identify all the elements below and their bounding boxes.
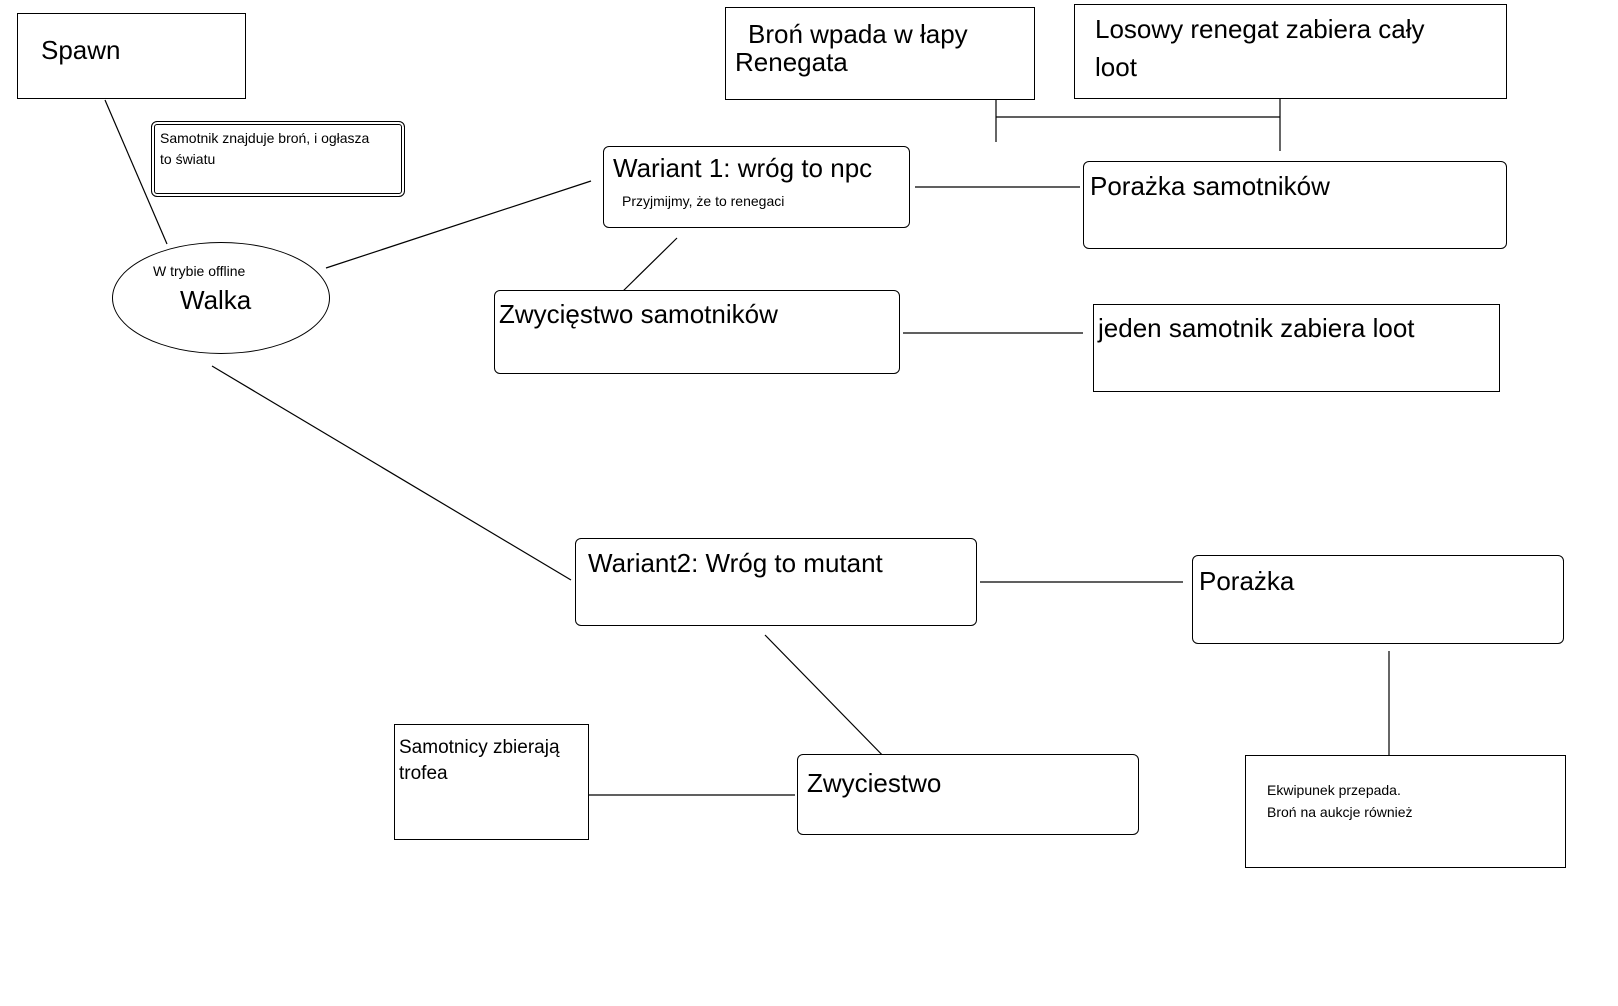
porazka-samotnikow-node: Porażka samotników xyxy=(1083,161,1507,249)
line-spawn-walka xyxy=(104,99,168,245)
spawn-label: Spawn xyxy=(41,35,121,65)
wariant1-subtitle: Przyjmijmy, że to renegaci xyxy=(622,193,785,209)
walka-title: Walka xyxy=(180,285,252,315)
losowy-renegat-line2: loot xyxy=(1095,52,1137,82)
line-wariant1-zwyciestwo-samotnikow xyxy=(618,237,678,296)
zwyciestwo-samotnikow-label: Zwycięstwo samotników xyxy=(499,299,778,329)
wariant2-label: Wariant2: Wróg to mutant xyxy=(588,548,883,578)
note-bron-line1: Samotnik znajduje broń, i ogłasza xyxy=(160,130,370,146)
zwyciestwo-node: Zwyciestwo xyxy=(797,754,1139,835)
ekwipunek-line2: Broń na aukcje również xyxy=(1267,804,1413,820)
samotnicy-trofea-line2: trofea xyxy=(399,763,448,784)
wariant2-node: Wariant2: Wróg to mutant xyxy=(575,538,977,626)
porazka-samotnikow-label: Porażka samotników xyxy=(1090,171,1330,201)
ekwipunek-node: Ekwipunek przepada. Broń na aukcje równi… xyxy=(1245,755,1566,868)
note-bron-node: Samotnik znajduje broń, i ogłasza to świ… xyxy=(151,121,405,197)
walka-subtitle: W trybie offline xyxy=(153,263,246,279)
ekwipunek-line1: Ekwipunek przepada. xyxy=(1267,782,1401,798)
spawn-node: Spawn xyxy=(17,13,246,99)
bron-renegat-line1: Broń wpada w łapy xyxy=(748,19,968,49)
wariant1-node: Wariant 1: wróg to npc Przyjmijmy, że to… xyxy=(603,146,910,228)
porazka-node: Porażka xyxy=(1192,555,1564,644)
walka-node: W trybie offline Walka xyxy=(112,242,330,354)
line-walka-wariant1 xyxy=(325,180,592,269)
samotnicy-trofea-node: Samotnicy zbierają trofea xyxy=(394,724,589,840)
jeden-samotnik-node: jeden samotnik zabiera loot xyxy=(1093,304,1500,392)
losowy-renegat-line1: Losowy renegat zabiera cały xyxy=(1095,14,1425,44)
bron-renegat-node: Broń wpada w łapy Renegata xyxy=(725,7,1035,100)
zwyciestwo-label: Zwyciestwo xyxy=(807,768,942,798)
line-wariant2-zwyciestwo xyxy=(764,634,894,767)
losowy-renegat-node: Losowy renegat zabiera cały loot xyxy=(1074,4,1507,99)
bron-renegat-line2: Renegata xyxy=(735,47,848,77)
porazka-label: Porażka xyxy=(1199,566,1295,596)
wariant1-title: Wariant 1: wróg to npc xyxy=(613,153,873,183)
jeden-samotnik-label: jeden samotnik zabiera loot xyxy=(1098,313,1415,343)
line-walka-wariant2 xyxy=(211,365,572,581)
zwyciestwo-samotnikow-node: Zwycięstwo samotników xyxy=(494,290,900,374)
samotnicy-trofea-line1: Samotnicy zbierają xyxy=(399,737,560,758)
note-bron-line2: to światu xyxy=(160,151,216,167)
